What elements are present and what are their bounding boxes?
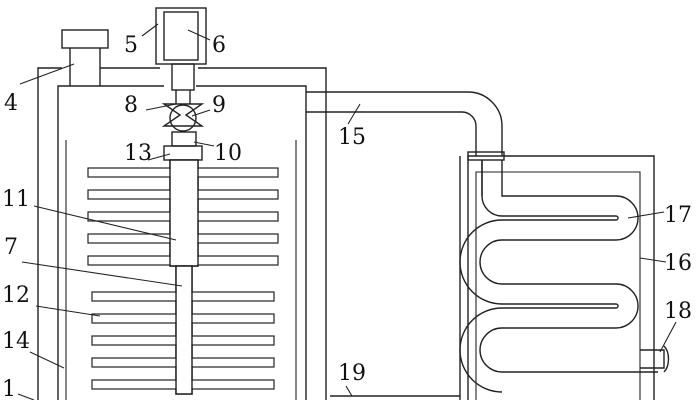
- part-labels: 1 4 5 6 7 8 9 10 11 12 13 14 15 16 17 18…: [2, 33, 692, 402]
- label-1: 1: [2, 377, 16, 400]
- label-11: 11: [2, 187, 30, 212]
- leader-lines: [17, 23, 677, 401]
- label-13: 13: [124, 141, 152, 166]
- label-18: 18: [664, 299, 692, 324]
- label-5: 5: [124, 33, 138, 58]
- inner-tank: [57, 85, 307, 400]
- label-16: 16: [664, 251, 692, 276]
- label-4: 4: [4, 91, 18, 116]
- label-7: 7: [4, 235, 18, 260]
- outlet-fitting: [640, 345, 670, 373]
- shaft-front: [169, 159, 199, 395]
- label-17: 17: [664, 203, 692, 228]
- condenser-tank: [467, 151, 655, 400]
- label-9: 9: [212, 93, 226, 118]
- feed-inlet: [61, 29, 109, 86]
- label-14: 14: [2, 329, 30, 354]
- motor: [155, 7, 207, 91]
- vapor-pipe: [306, 91, 503, 156]
- label-12: 12: [2, 283, 30, 308]
- outer-tank: [37, 67, 327, 400]
- label-6: 6: [212, 33, 226, 58]
- label-19: 19: [338, 361, 366, 386]
- label-15: 15: [338, 125, 366, 150]
- condenser-coil: [459, 160, 658, 393]
- label-10: 10: [214, 141, 242, 166]
- label-8: 8: [124, 93, 138, 118]
